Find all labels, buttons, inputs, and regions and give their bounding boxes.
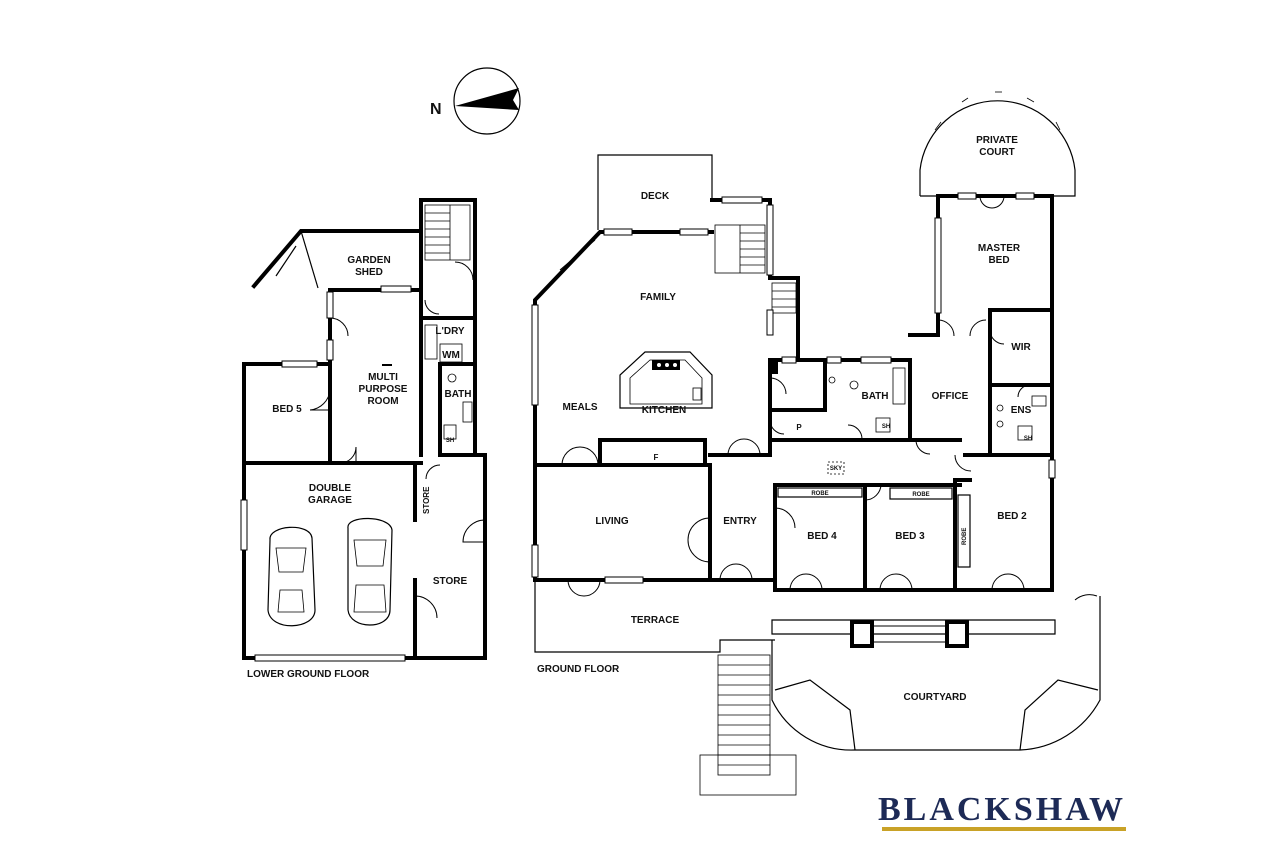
brand-name: BLACKSHAW bbox=[878, 791, 1126, 828]
brand-logo: BLACKSHAW bbox=[878, 791, 1126, 831]
skylight-label: SKY bbox=[830, 466, 842, 472]
wir-label: WIR bbox=[1011, 342, 1031, 353]
pantry-label: P bbox=[796, 423, 802, 432]
garden-shed-label-1: GARDEN bbox=[347, 255, 390, 266]
office-label: OFFICE bbox=[932, 391, 969, 402]
garden-shed-label-2: SHED bbox=[355, 267, 383, 278]
meals-label: MEALS bbox=[563, 402, 598, 413]
master-bed-label-2: BED bbox=[988, 255, 1009, 266]
bed3-label: BED 3 bbox=[895, 531, 925, 542]
washing-machine-label: WM bbox=[442, 350, 460, 361]
entry-label: ENTRY bbox=[723, 516, 757, 527]
double-garage-label-1: DOUBLE bbox=[309, 483, 352, 494]
lower-ground-floor: GARDEN SHED L'DRY WM BATH SH MULTI PURPO… bbox=[240, 198, 487, 680]
private-court-label-1: PRIVATE bbox=[976, 135, 1018, 146]
robe-bed3-label: ROBE bbox=[912, 492, 929, 498]
laundry-label: L'DRY bbox=[435, 326, 465, 337]
double-garage-label-2: GARAGE bbox=[308, 495, 352, 506]
master-bed-label-1: MASTER bbox=[978, 243, 1021, 254]
kitchen-label: KITCHEN bbox=[642, 405, 686, 416]
lower-store-label: STORE bbox=[433, 576, 468, 587]
lower-bath-label: BATH bbox=[444, 389, 471, 400]
bed5-label: BED 5 bbox=[272, 404, 302, 415]
upper-shower-label: SH bbox=[882, 424, 890, 430]
multi-purpose-label-1: MULTI bbox=[368, 372, 398, 383]
family-label: FAMILY bbox=[640, 292, 676, 303]
lower-store-small-label: STORE bbox=[422, 486, 431, 514]
car-right-icon bbox=[347, 517, 393, 626]
deck-label: DECK bbox=[641, 191, 670, 202]
ground-floor: DECK FAMILY MEALS KITCHEN LIVING ENTRY T… bbox=[531, 91, 1101, 796]
terrace-label: TERRACE bbox=[631, 615, 680, 626]
robe-bed4-label: ROBE bbox=[811, 491, 828, 497]
north-label: N bbox=[430, 101, 442, 118]
compass: N bbox=[430, 67, 521, 135]
fridge-label: F bbox=[654, 453, 659, 462]
multi-purpose-label-2: PURPOSE bbox=[359, 384, 408, 395]
ensuite-shower-label: SH bbox=[1024, 436, 1032, 442]
ensuite-label: ENS bbox=[1011, 405, 1032, 416]
private-court-label-2: COURT bbox=[979, 147, 1015, 158]
compass-needle-icon bbox=[455, 88, 519, 110]
courtyard-label: COURTYARD bbox=[904, 692, 967, 703]
robe-bed2-label: ROBE bbox=[962, 528, 968, 545]
lower-shower-label: SH bbox=[446, 438, 454, 444]
car-left-icon bbox=[267, 526, 316, 627]
living-label: LIVING bbox=[595, 516, 629, 527]
bed4-label: BED 4 bbox=[807, 531, 837, 542]
multi-purpose-label-3: ROOM bbox=[367, 396, 398, 407]
brand-underline bbox=[882, 827, 1126, 831]
ground-floor-title: GROUND FLOOR bbox=[537, 664, 620, 675]
upper-bath-label: BATH bbox=[861, 391, 888, 402]
bed2-label: BED 2 bbox=[997, 511, 1027, 522]
lower-ground-floor-title: LOWER GROUND FLOOR bbox=[247, 669, 370, 680]
